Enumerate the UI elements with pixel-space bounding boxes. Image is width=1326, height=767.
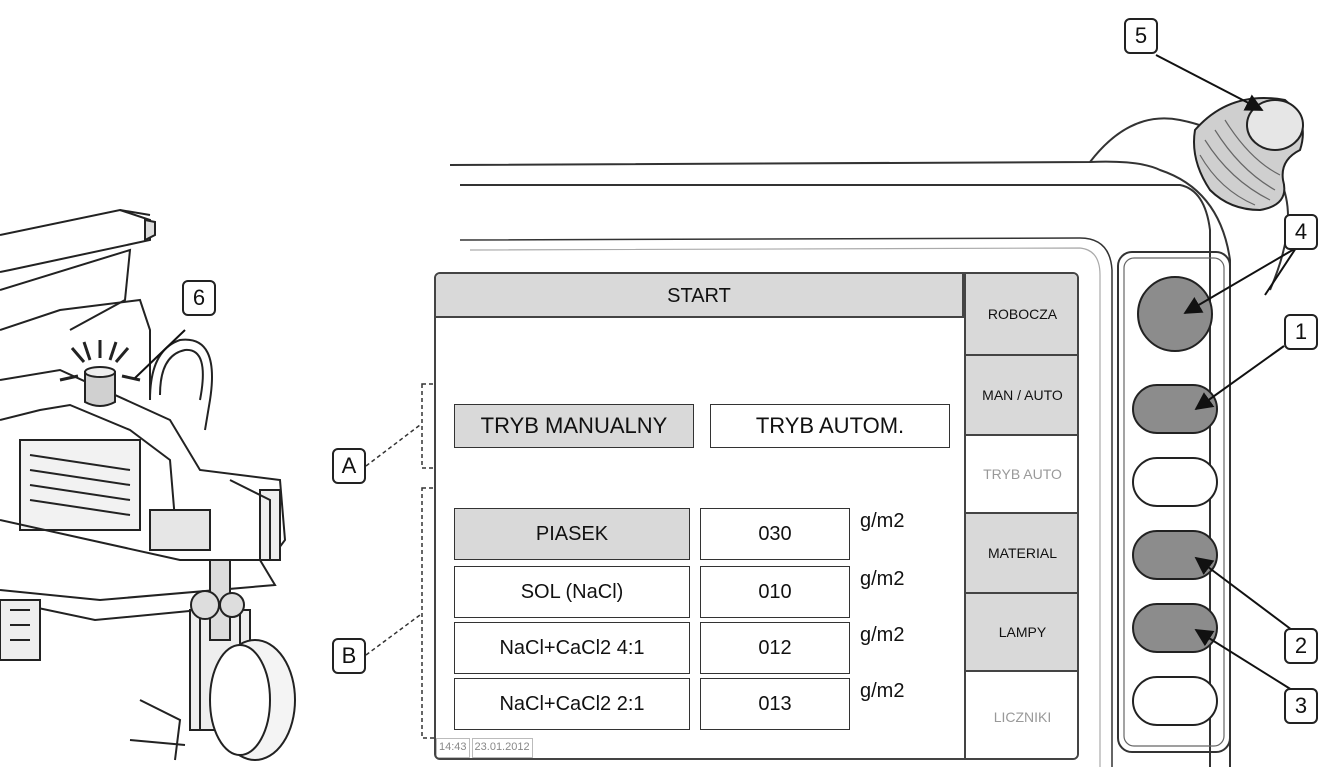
callout-2: 2 xyxy=(1284,628,1318,664)
spreader-machine-illustration xyxy=(0,208,296,761)
callout-b: B xyxy=(332,638,366,674)
material-sol-value[interactable]: 010 xyxy=(700,566,850,618)
material-piasek-value[interactable]: 030 xyxy=(700,508,850,560)
rotary-knob[interactable] xyxy=(1193,97,1304,212)
hardware-button-blank-top[interactable] xyxy=(1132,457,1218,507)
callout-3: 3 xyxy=(1284,688,1318,724)
status-date: 23.01.2012 xyxy=(471,738,533,758)
leader-arrows xyxy=(134,54,1297,691)
callout-6: 6 xyxy=(182,280,216,316)
side-menu-tryb-auto[interactable]: TRYB AUTO xyxy=(964,436,1077,514)
side-menu-liczniki[interactable]: LICZNIKI xyxy=(964,672,1077,758)
status-time: 14:43 xyxy=(436,738,470,758)
material-sol-button[interactable]: SOL (NaCl) xyxy=(454,566,690,618)
side-menu-man-auto[interactable]: MAN / AUTO xyxy=(964,356,1077,436)
hardware-button-1[interactable] xyxy=(1132,384,1218,434)
beacon-light-icon xyxy=(59,340,141,407)
side-menu-material[interactable]: MATERIAL xyxy=(964,514,1077,594)
callout-a: A xyxy=(332,448,366,484)
mode-manual-button[interactable]: TRYB MANUALNY xyxy=(454,404,694,448)
material-nacl-cacl2-4-1-value[interactable]: 012 xyxy=(700,622,850,674)
material-nacl-cacl2-2-1-unit: g/m2 xyxy=(860,680,905,702)
status-bar: 14:43 23.01.2012 xyxy=(436,738,566,758)
material-nacl-cacl2-2-1-value[interactable]: 013 xyxy=(700,678,850,730)
hardware-button-4[interactable] xyxy=(1137,276,1213,352)
material-nacl-cacl2-4-1-button[interactable]: NaCl+CaCl2 4:1 xyxy=(454,622,690,674)
mode-auto-button[interactable]: TRYB AUTOM. xyxy=(710,404,950,448)
screen-title: START xyxy=(436,274,964,318)
material-nacl-cacl2-4-1-unit: g/m2 xyxy=(860,624,905,646)
hardware-button-2[interactable] xyxy=(1132,530,1218,580)
callout-5: 5 xyxy=(1124,18,1158,54)
hardware-buttons xyxy=(1132,276,1218,726)
material-nacl-cacl2-2-1-button[interactable]: NaCl+CaCl2 2:1 xyxy=(454,678,690,730)
material-sol-unit: g/m2 xyxy=(860,568,905,590)
hardware-button-blank-bottom[interactable] xyxy=(1132,676,1218,726)
material-piasek-button[interactable]: PIASEK xyxy=(454,508,690,560)
material-piasek-unit: g/m2 xyxy=(860,510,905,532)
hardware-button-3[interactable] xyxy=(1132,603,1218,653)
side-menu-robocza[interactable]: ROBOCZA xyxy=(964,274,1077,356)
display-screen: START ROBOCZA MAN / AUTO TRYB AUTO MATER… xyxy=(434,272,1079,760)
side-menu-lampy[interactable]: LAMPY xyxy=(964,594,1077,672)
callout-1: 1 xyxy=(1284,314,1318,350)
callout-4: 4 xyxy=(1284,214,1318,250)
